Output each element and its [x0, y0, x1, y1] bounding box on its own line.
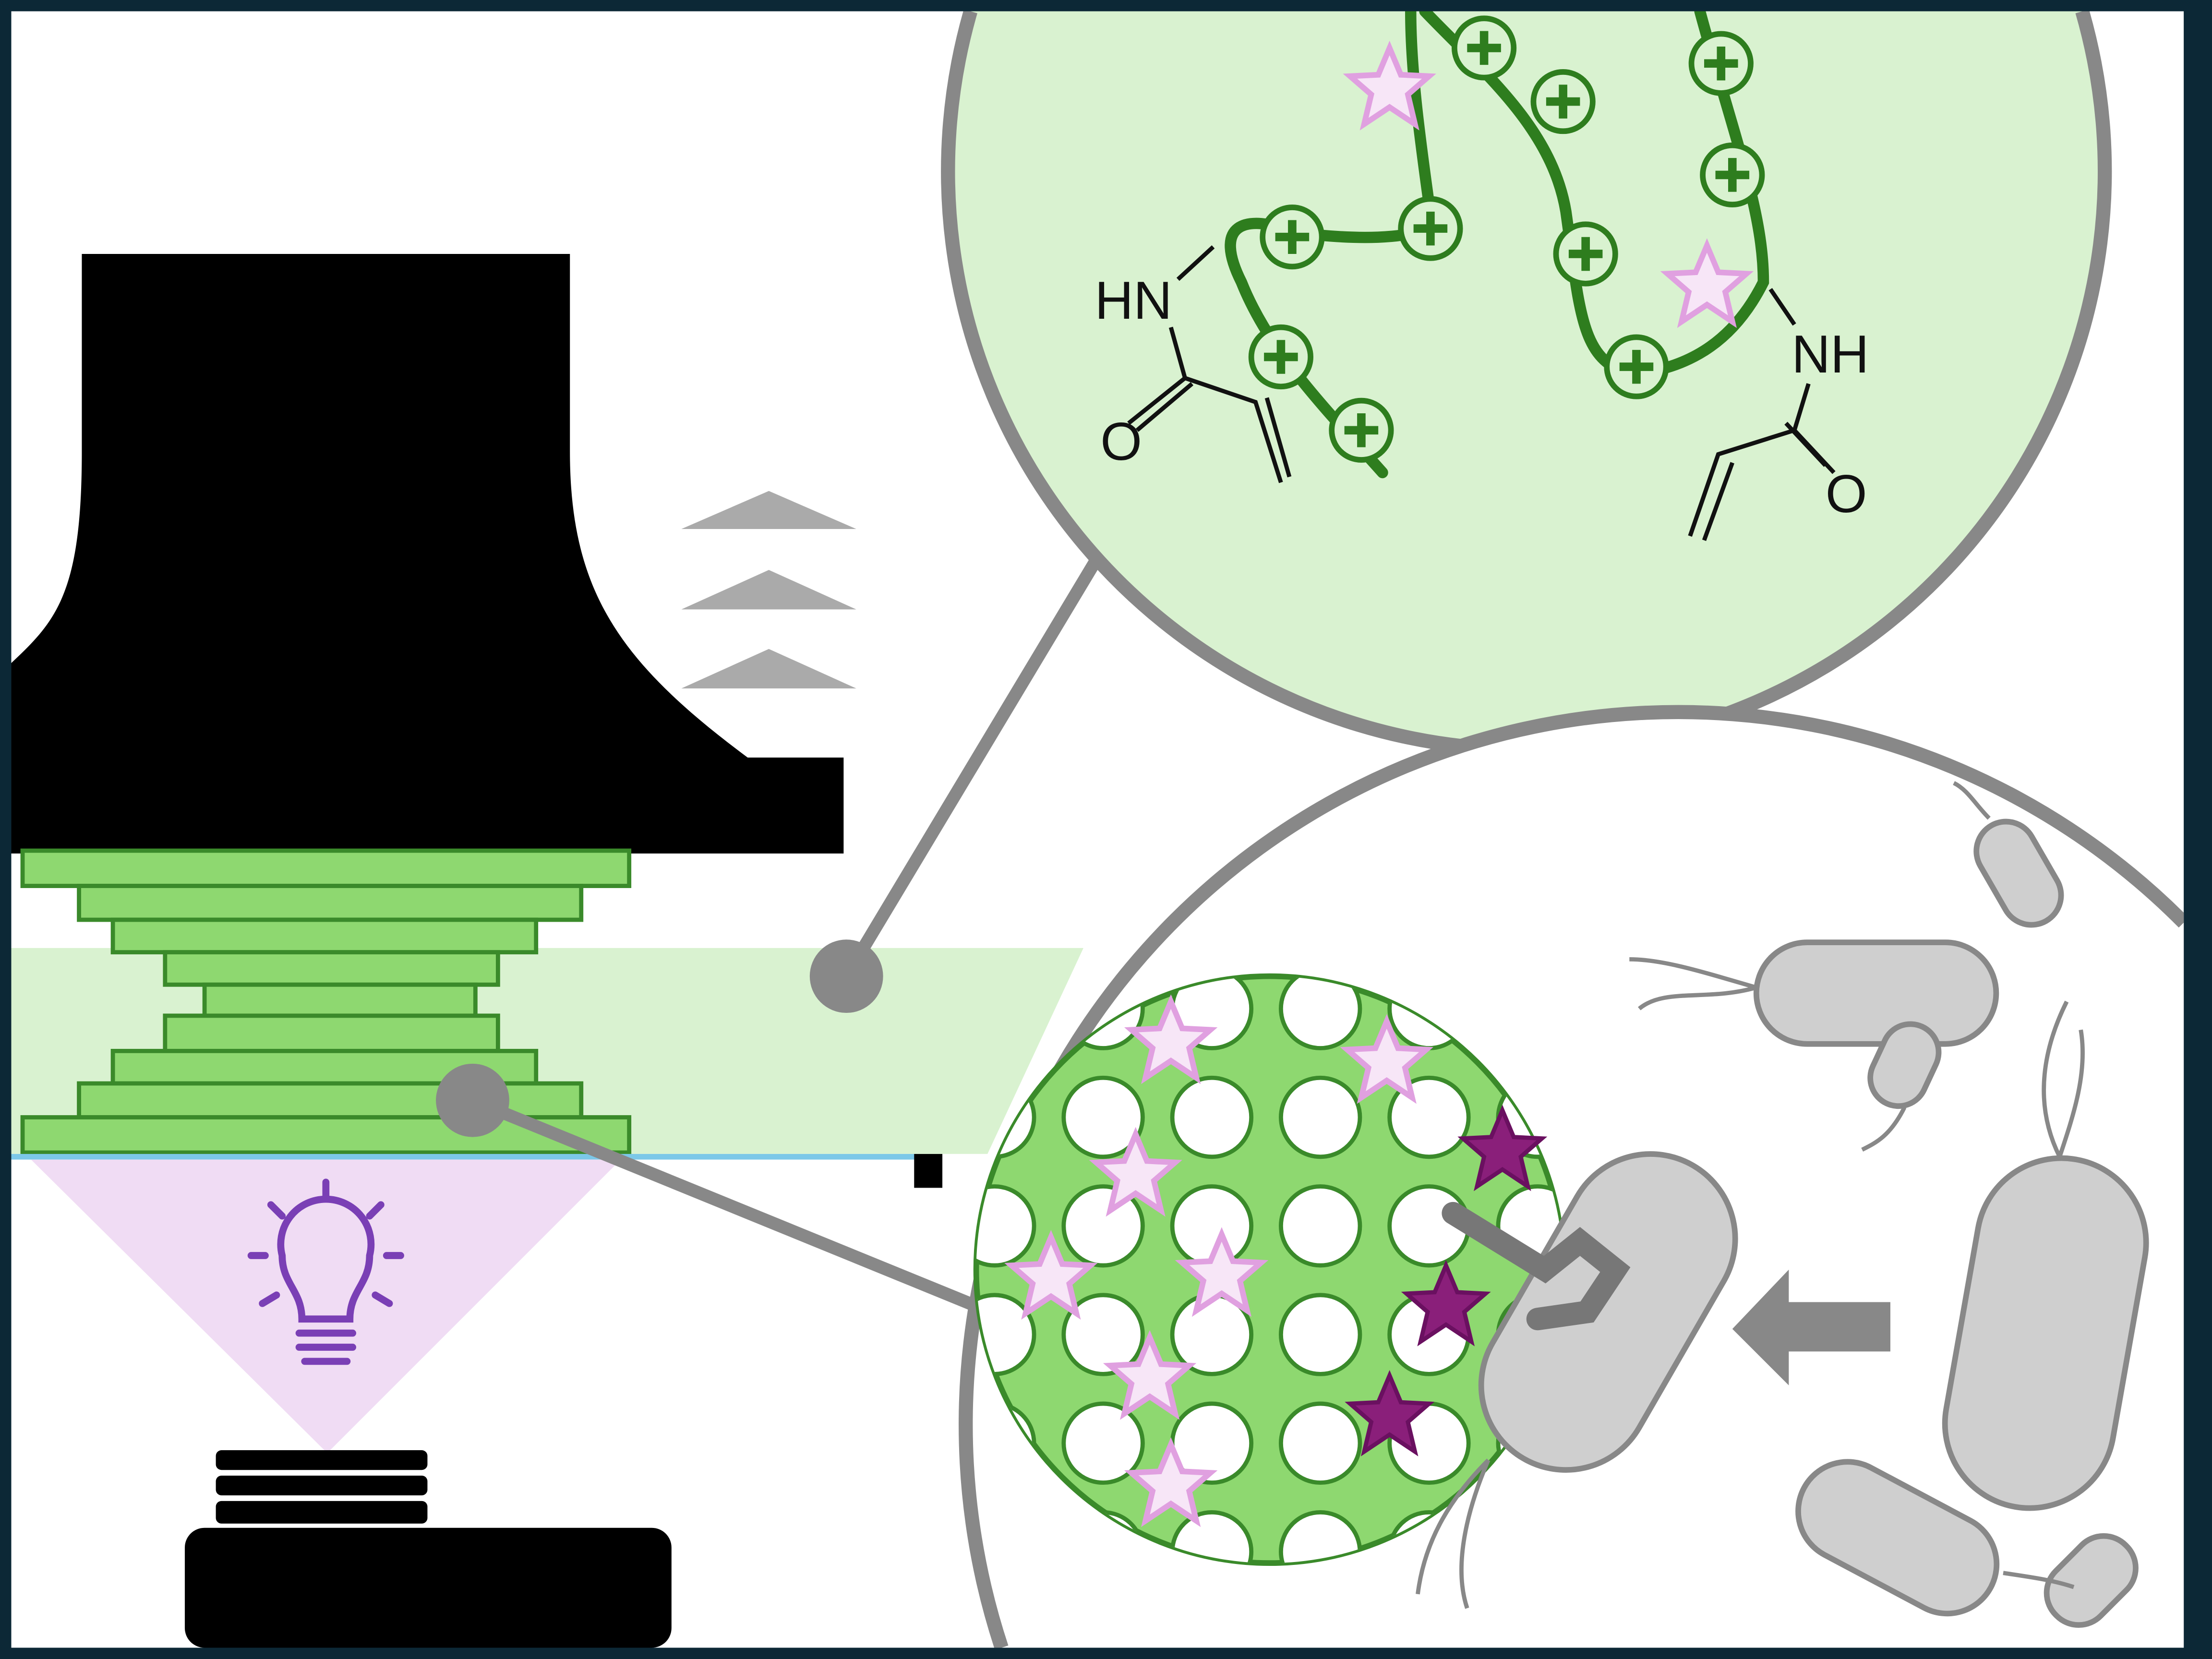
vat-edge	[914, 1154, 943, 1188]
label-hn: HN	[1094, 270, 1172, 330]
light-bulb-icon	[247, 1178, 404, 1365]
pore	[1061, 1293, 1145, 1376]
pore	[1279, 1075, 1362, 1159]
connector-dot-bottom	[436, 1063, 509, 1137]
pore	[1279, 1401, 1362, 1485]
label-nh: NH	[1791, 324, 1869, 384]
acrylamide-left	[1127, 245, 1292, 483]
pore	[976, 1184, 1036, 1268]
connector-dot-top	[809, 939, 883, 1013]
pore	[1170, 1075, 1254, 1159]
label-o-right: O	[1826, 464, 1867, 524]
pore	[1279, 1293, 1362, 1376]
bacterium-icon	[1478, 818, 2149, 1628]
pore	[1279, 976, 1362, 1050]
flagella	[1416, 781, 2085, 1609]
pore	[1279, 1184, 1362, 1268]
light-cone	[31, 1159, 621, 1453]
connector-line-bottom	[470, 1094, 976, 1311]
up-arrow-icon	[681, 491, 856, 689]
printer-head-icon	[11, 253, 844, 854]
acrylamide-right	[1688, 288, 1836, 541]
pore	[1061, 1075, 1145, 1159]
light-source-base	[184, 1450, 672, 1648]
pore	[1061, 1401, 1145, 1485]
connector-line-top	[841, 521, 1123, 980]
label-o-left: O	[1100, 411, 1142, 471]
membrane-disruption	[1442, 1202, 1631, 1331]
zoom-circle-antimicrobial-outline	[959, 705, 2184, 1648]
left-arrow-icon	[1732, 1269, 1890, 1385]
zoom-circle-polymer	[948, 11, 2105, 750]
pore	[1061, 1184, 1145, 1268]
